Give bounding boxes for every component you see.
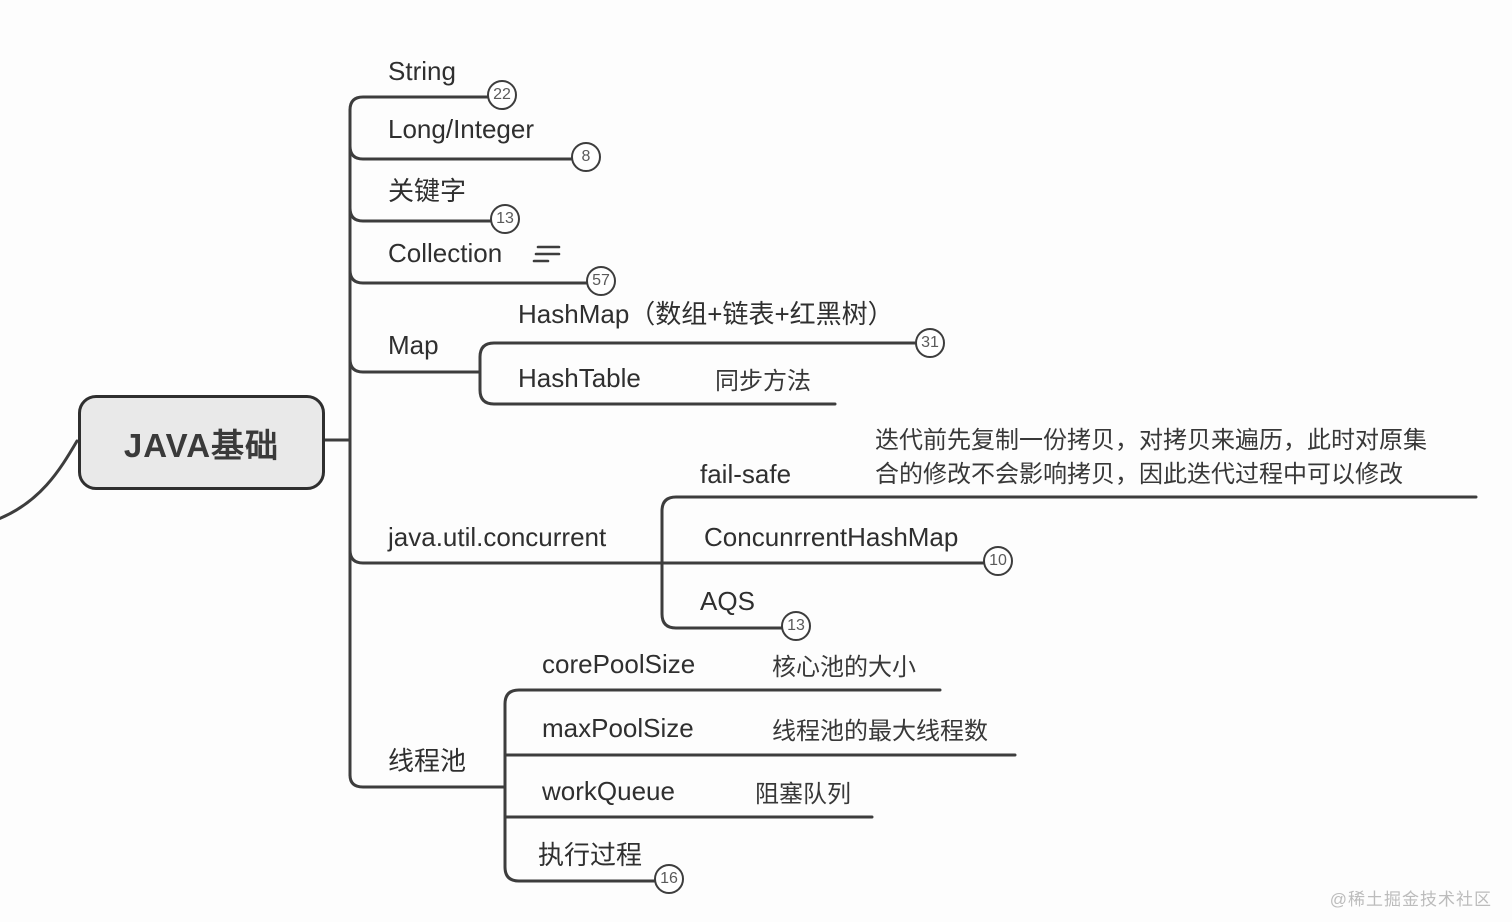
topic-long-integer[interactable]: Long/Integer [388, 114, 535, 144]
edge-long-integer [348, 144, 573, 161]
note-maxpoolsize: 线程池的最大线程数 [772, 718, 988, 745]
topic-map[interactable]: Map [388, 330, 439, 360]
note-workqueue: 阻塞队列 [755, 781, 851, 808]
root-incoming-edge [0, 439, 79, 520]
edge-threadpool-children [503, 688, 942, 883]
topic-keywords[interactable]: 关键字 [388, 176, 467, 206]
badge-long-integer[interactable]: 8 [571, 142, 601, 172]
badge-aqs[interactable]: 13 [781, 611, 811, 641]
topic-aqs[interactable]: AQS [700, 586, 755, 616]
edge-string [348, 95, 489, 112]
badge-collection[interactable]: 57 [586, 266, 616, 296]
topic-string[interactable]: String [388, 56, 456, 86]
edge-keywords [348, 206, 492, 223]
badge-execution[interactable]: 16 [654, 864, 684, 894]
topic-maxpoolsize[interactable]: maxPoolSize [542, 713, 694, 743]
root-label: JAVA基础 [123, 426, 280, 464]
topic-fail-safe[interactable]: fail-safe [700, 459, 792, 489]
badge-hashmap[interactable]: 31 [915, 328, 945, 358]
topic-concurrenthashmap[interactable]: ConcunrrentHashMap [704, 522, 959, 552]
watermark: @稀土掘金技术社区 [1329, 890, 1492, 909]
topic-execution[interactable]: 执行过程 [538, 840, 643, 870]
note-fail-safe: 迭代前先复制一份拷贝，对拷贝来遍历，此时对原集合的修改不会影响拷贝，因此迭代过程… [875, 427, 1427, 488]
topic-threadpool[interactable]: 线程池 [388, 746, 467, 776]
edge-collection [348, 268, 588, 285]
badge-keywords[interactable]: 13 [490, 204, 520, 234]
edge-juc [348, 548, 664, 565]
topic-juc[interactable]: java.util.concurrent [388, 522, 607, 552]
notes-icon[interactable] [531, 242, 561, 266]
edge-map [348, 357, 482, 374]
note-hashtable: 同步方法 [715, 368, 811, 395]
edge-map-children [478, 341, 917, 406]
note-corepoolsize: 核心池的大小 [772, 654, 916, 681]
badge-string[interactable]: 22 [487, 80, 517, 110]
topic-hashmap[interactable]: HashMap（数组+链表+红黑树） [518, 299, 894, 329]
topic-hashtable[interactable]: HashTable [518, 363, 641, 393]
topic-workqueue[interactable]: workQueue [542, 776, 675, 806]
root-node[interactable]: JAVA基础 [78, 395, 325, 490]
topic-collection[interactable]: Collection [388, 238, 503, 268]
edge-threadpool [348, 773, 507, 789]
topic-corepoolsize[interactable]: corePoolSize [542, 649, 696, 679]
badge-concurrenthashmap[interactable]: 10 [983, 546, 1013, 576]
